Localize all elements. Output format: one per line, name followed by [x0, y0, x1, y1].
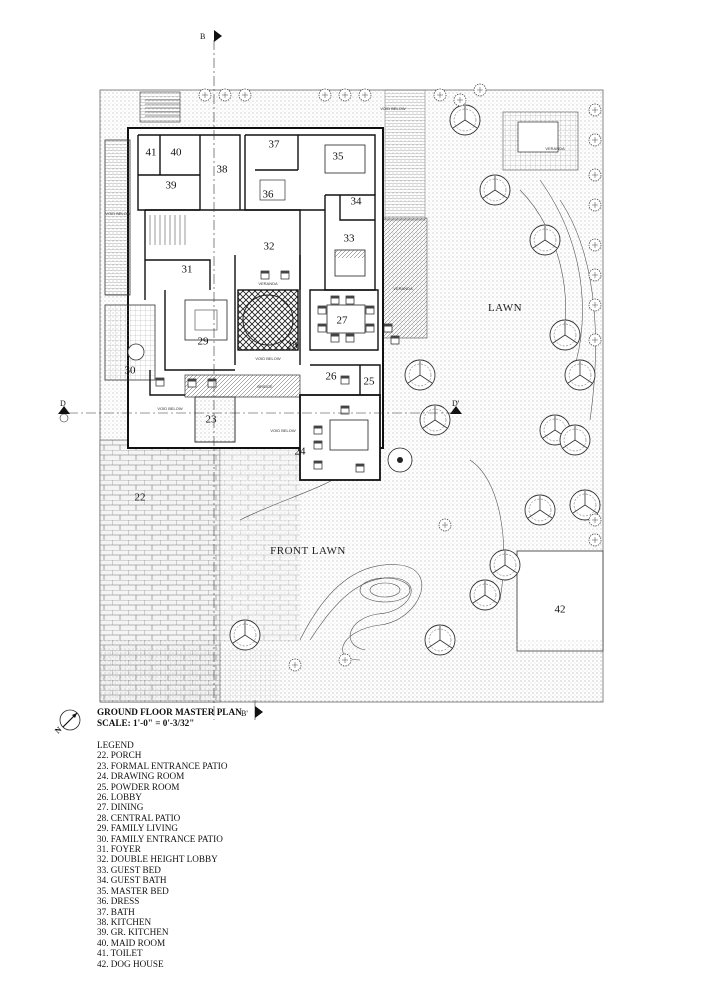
lawn-label: LAWN — [488, 302, 522, 314]
garden-paths — [239, 179, 596, 661]
legend-item: 23. FORMAL ENTRANCE PATIO — [97, 760, 228, 771]
room-label-37: 37 — [269, 139, 281, 151]
legend-item: 26. LOBBY — [97, 792, 142, 803]
legend-item: 22. PORCH — [97, 750, 142, 761]
bridge-label: BRIDGE — [257, 384, 273, 389]
legend-item: 40. MAID ROOM — [97, 937, 166, 948]
legend-item: 27. DINING — [97, 802, 144, 813]
room-label-25: 25 — [364, 376, 376, 388]
legend-item: 39. GR. KITCHEN — [97, 927, 169, 938]
legend-item: 30. FAMILY ENTRANCE PATIO — [97, 833, 223, 844]
veranda-label-east: VERANDA — [393, 286, 413, 291]
room-numbers: 22 23 24 25 26 27 28 29 30 31 32 33 34 3… — [125, 139, 566, 616]
small-annotations: VERANDA VERANDA VERANDA VOID BELOW VOID … — [105, 106, 565, 433]
building — [104, 91, 559, 481]
room-label-36: 36 — [263, 189, 275, 201]
plan-scale: SCALE: 1'-0" = 0'-3/32" — [97, 718, 195, 728]
room-label-35: 35 — [333, 151, 345, 163]
legend-item: 24. DRAWING ROOM — [97, 771, 185, 782]
legend-item: 36. DRESS — [97, 896, 140, 907]
void-below-label-5: VOID BELOW — [380, 106, 406, 111]
legend-heading: LEGEND — [97, 740, 134, 750]
north-arrow-icon: N — [53, 709, 81, 736]
legend-item: 37. BATH — [97, 906, 135, 917]
legend-item: 42. DOG HOUSE — [97, 958, 164, 969]
room-label-31: 31 — [182, 264, 193, 276]
room-label-32: 32 — [264, 241, 275, 253]
legend-item: 25. POWDER ROOM — [97, 781, 180, 792]
section-d2-label: D' — [452, 399, 460, 408]
legend: LEGEND 22. PORCH 23. FORMAL ENTRANCE PAT… — [97, 740, 228, 969]
section-b-label: B — [200, 32, 205, 41]
room-label-30: 30 — [125, 365, 137, 377]
plan-title-block: GROUND FLOOR MASTER PLAN SCALE: 1'-0" = … — [97, 707, 242, 729]
section-d-label: D — [60, 399, 66, 408]
legend-item: 41. TOILET — [97, 948, 143, 959]
void-below-label-4: VOID BELOW — [270, 428, 296, 433]
veranda-label-top: VERANDA — [545, 146, 565, 151]
veranda-label: VERANDA — [258, 281, 278, 286]
void-below-label-3: VOID BELOW — [157, 406, 183, 411]
furniture — [127, 121, 559, 473]
front-lawn-label: FRONT LAWN — [270, 545, 346, 557]
room-label-26: 26 — [326, 371, 338, 383]
room-label-28: 28 — [287, 340, 299, 352]
legend-item: 33. GUEST BED — [97, 864, 161, 875]
legend-item: 34. GUEST BATH — [97, 875, 167, 886]
room-label-42: 42 — [555, 604, 566, 616]
legend-item: 32. DOUBLE HEIGHT LOBBY — [97, 854, 218, 865]
legend-item: 38. KITCHEN — [97, 916, 152, 927]
legend-item: 35. MASTER BED — [97, 885, 169, 896]
room-label-39: 39 — [166, 180, 178, 192]
section-b2-label: B' — [241, 709, 248, 718]
plan-title: GROUND FLOOR MASTER PLAN — [97, 707, 242, 717]
room-label-38: 38 — [217, 164, 229, 176]
room-label-27: 27 — [337, 315, 349, 327]
room-label-24: 24 — [295, 446, 307, 458]
room-label-22: 22 — [135, 492, 146, 504]
room-label-23: 23 — [206, 414, 218, 426]
room-label-33: 33 — [344, 233, 356, 245]
legend-item: 28. CENTRAL PATIO — [97, 812, 181, 823]
room-label-40: 40 — [171, 147, 183, 159]
section-markers: B B' D D' — [58, 30, 462, 720]
legend-item: 29. FAMILY LIVING — [97, 823, 178, 834]
legend-item: 31. FOYER — [97, 844, 141, 855]
room-label-29: 29 — [198, 336, 210, 348]
void-below-label: VOID BELOW — [105, 211, 131, 216]
room-label-41: 41 — [146, 147, 157, 159]
room-label-34: 34 — [351, 196, 363, 208]
void-below-label-2: VOID BELOW — [255, 356, 281, 361]
north-label: N — [53, 725, 64, 736]
